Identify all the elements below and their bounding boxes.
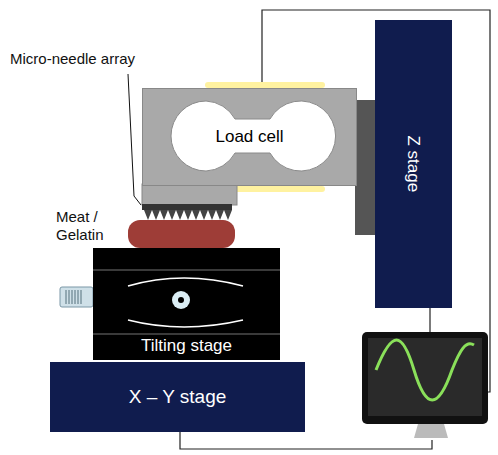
- z-stage: Z stage: [375, 20, 452, 308]
- plate-gap: [93, 333, 280, 335]
- load-cell-arm: [142, 184, 237, 205]
- node-text: X – Y stage: [129, 386, 227, 408]
- part-label: Micro-needle array: [10, 50, 135, 68]
- tilt-pivot: [172, 291, 190, 309]
- signal-wire: [429, 308, 430, 333]
- signal-wave: [376, 340, 474, 400]
- plate-gap: [93, 269, 280, 271]
- signal-wire: [180, 432, 432, 449]
- node-text: Z stage: [404, 136, 424, 193]
- needle-plate: [142, 204, 232, 210]
- monitor-screen: [368, 338, 482, 416]
- meat-sample: [128, 220, 235, 248]
- load-cell: Load cell: [142, 88, 357, 186]
- node-text: Tilting stage: [141, 336, 232, 356]
- part-label: Meat / Gelatin: [56, 208, 118, 244]
- micro-needles: [144, 210, 232, 220]
- mount-plate: [355, 100, 376, 235]
- leader-line: [128, 74, 141, 205]
- monitor-stand: [414, 424, 448, 438]
- monitor-bezel: [362, 332, 488, 424]
- knob-grip: [66, 290, 81, 304]
- node-text: Load cell: [215, 127, 283, 147]
- tilt-arc: [128, 278, 243, 286]
- tilting-stage: Tilting stage: [93, 248, 280, 360]
- tilt-pivot-center: [178, 297, 184, 303]
- xy-stage: X – Y stage: [50, 362, 305, 432]
- tilt-knob: [60, 287, 93, 307]
- load-cell-hole: [171, 101, 336, 171]
- tilt-arc: [128, 320, 243, 327]
